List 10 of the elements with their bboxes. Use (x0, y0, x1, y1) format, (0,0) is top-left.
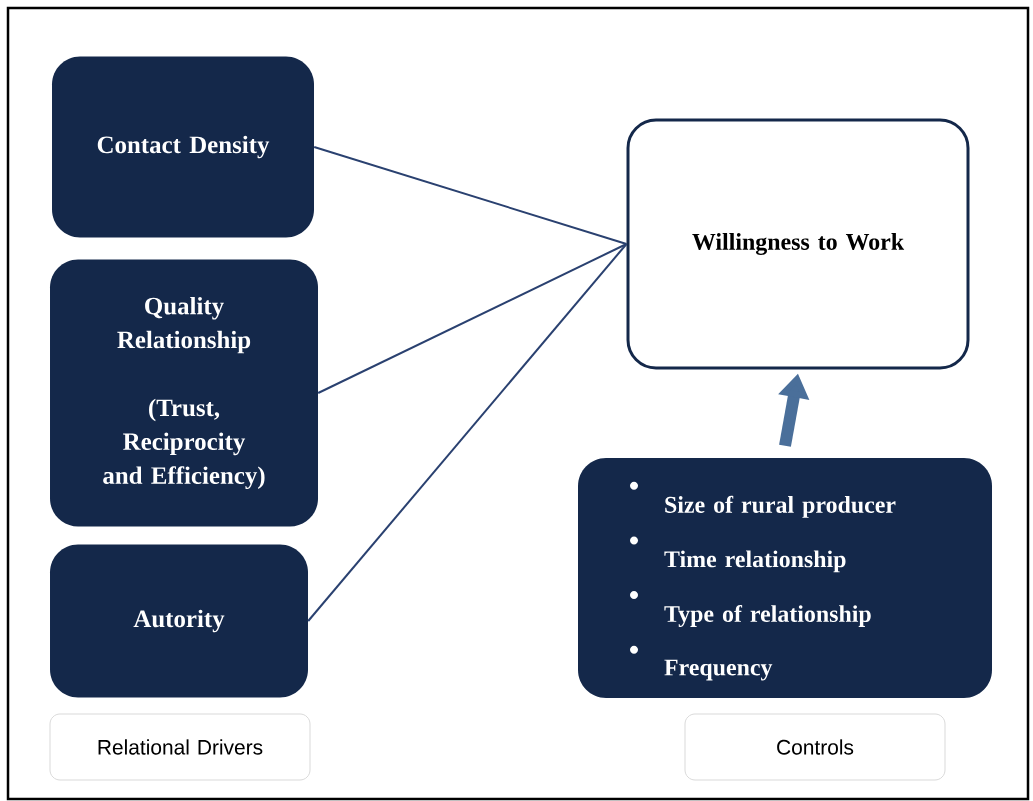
caption-box: Relational Drivers (49, 713, 311, 781)
process-box: Autority (50, 544, 308, 698)
outcome-box: Willingness to Work (626, 118, 970, 370)
process-box: Contact Density (52, 56, 314, 238)
connector-line (313, 146, 628, 245)
bullet-list-box: Size of rural producer Time relationship Type of relationship Frequency (578, 458, 992, 698)
process-box: Quality Relationship (Trust, Reciprocity and Efficiency) (50, 259, 318, 527)
caption-box: Controls (684, 713, 946, 781)
connector-line (307, 243, 628, 622)
connector-line (317, 243, 628, 394)
